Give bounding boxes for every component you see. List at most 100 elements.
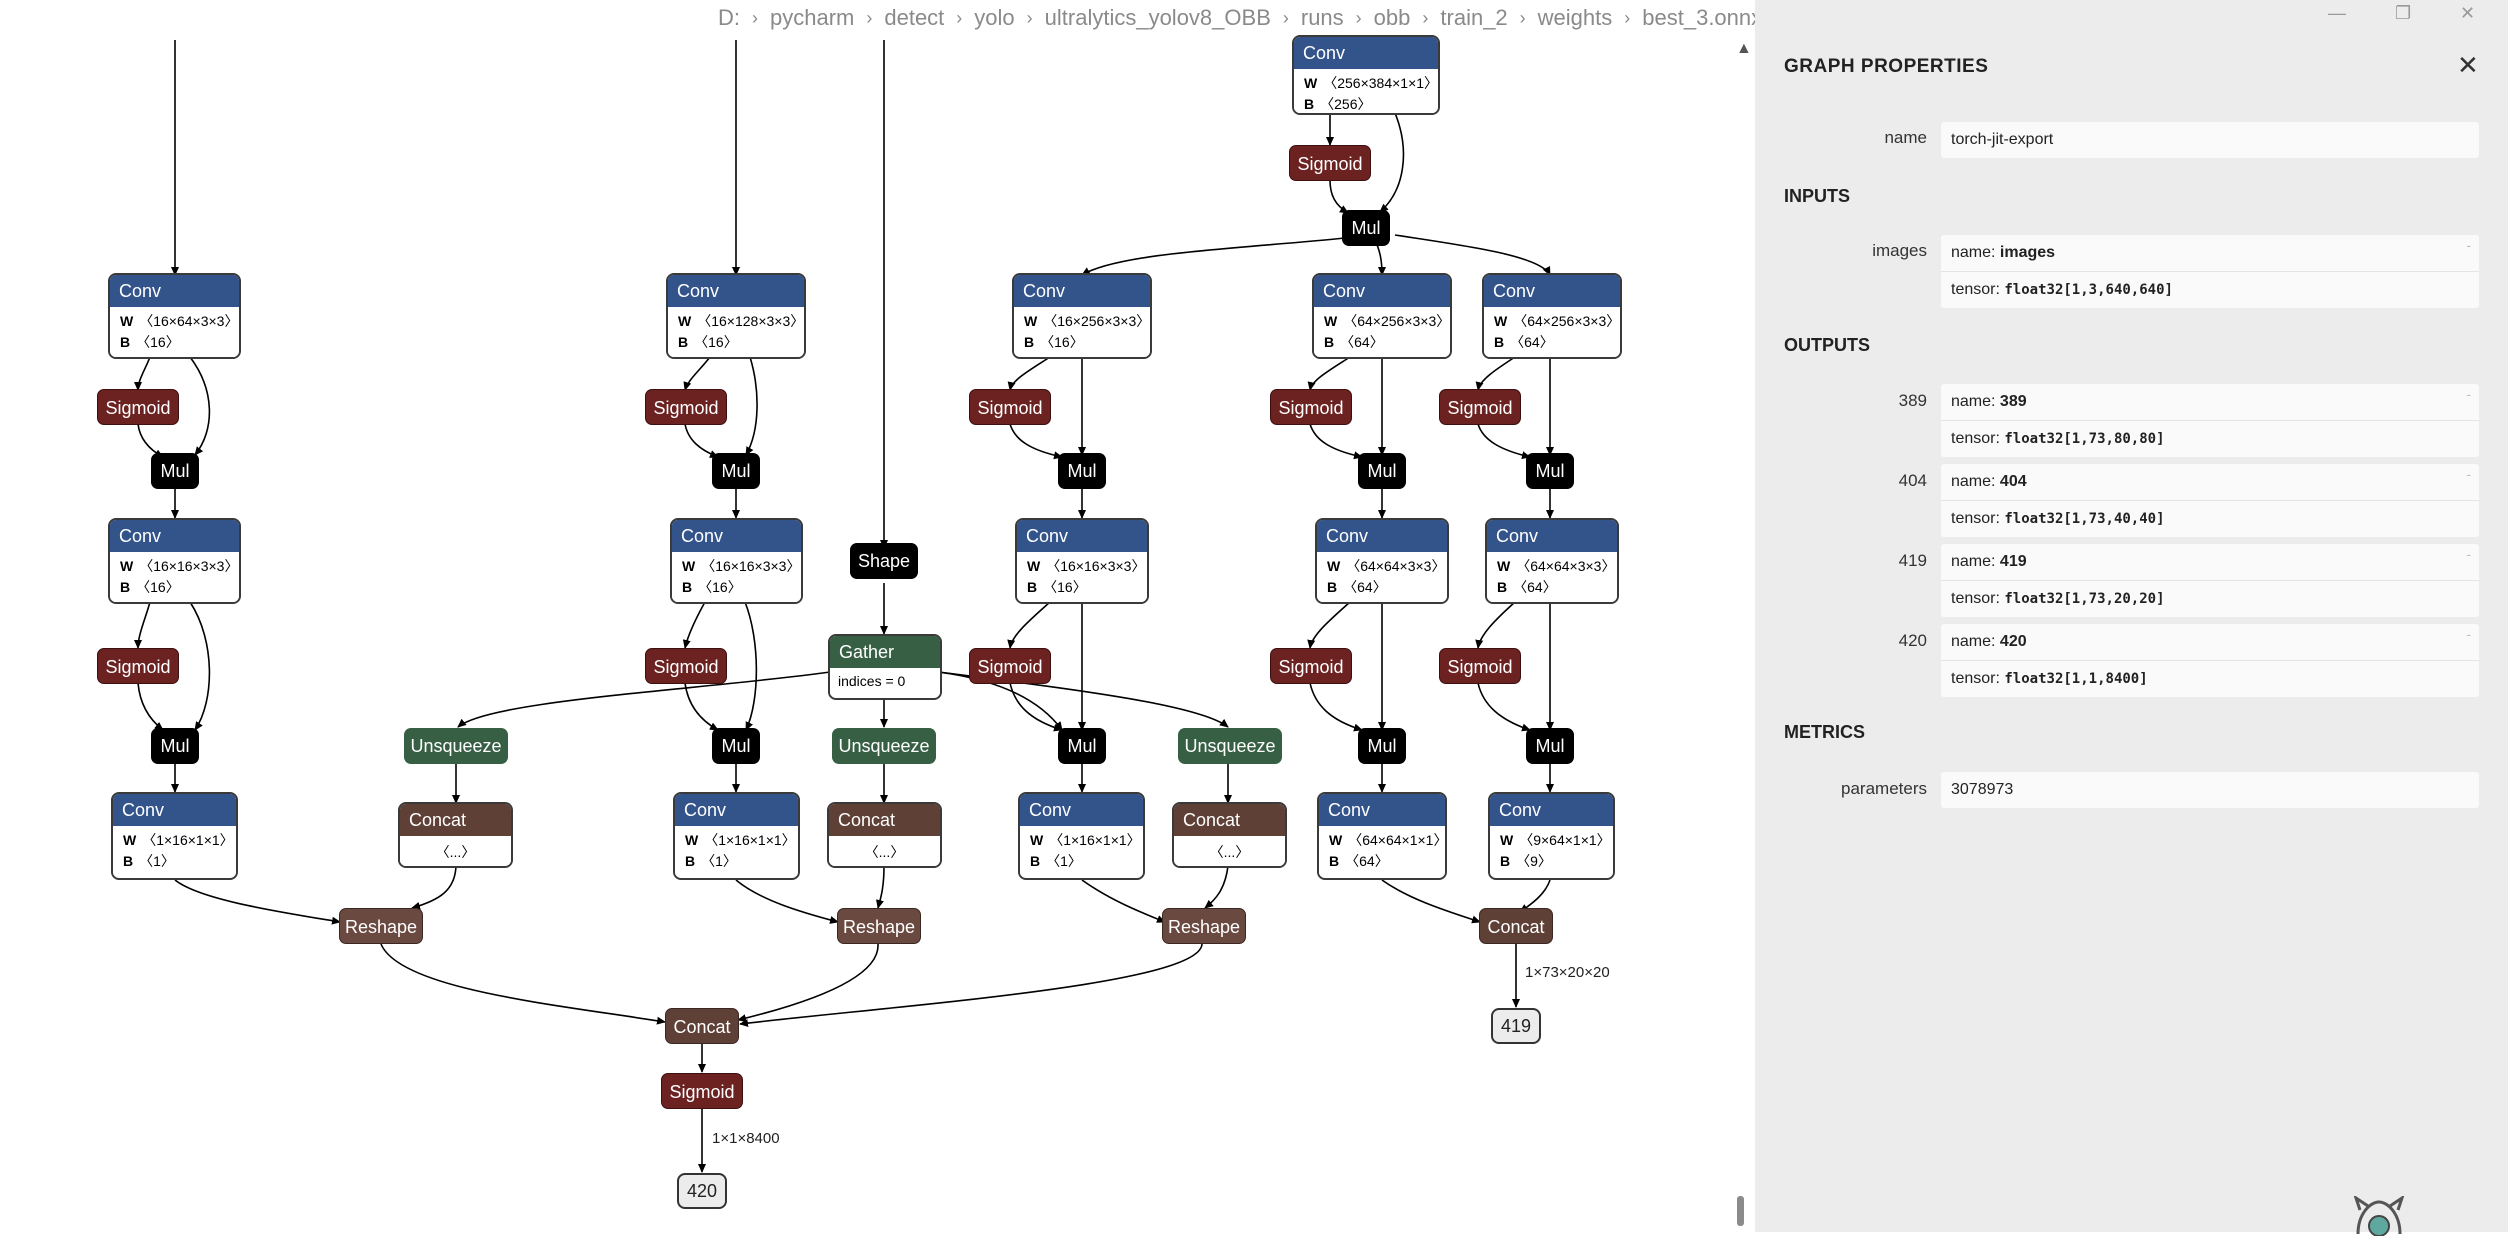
expand-icon[interactable]: - [2466, 386, 2471, 402]
sigmoid-node[interactable]: Sigmoid [1439, 389, 1521, 425]
breadcrumb-item[interactable]: detect [884, 5, 945, 30]
conv-node[interactable]: Conv W〈16×64×3×3〉B〈16〉 [108, 273, 241, 359]
conv-node[interactable]: Conv W〈9×64×1×1〉B〈9〉 [1488, 792, 1615, 880]
unsqueeze-node[interactable]: Unsqueeze [1178, 728, 1282, 764]
parameters-field[interactable]: 3078973 [1941, 772, 2479, 808]
sigmoid-node[interactable]: Sigmoid [1289, 145, 1371, 181]
breadcrumb-item[interactable]: D: [718, 5, 740, 30]
breadcrumb-item[interactable]: ultralytics_yolov8_OBB [1044, 5, 1271, 30]
conv-node[interactable]: Conv W〈16×128×3×3〉B〈16〉 [666, 273, 806, 359]
mul-node[interactable]: Mul [712, 453, 760, 489]
sigmoid-node[interactable]: Sigmoid [969, 648, 1051, 684]
mul-node[interactable]: Mul [1358, 728, 1406, 764]
input-name: images [1999, 244, 2056, 261]
inputs-section-title: INPUTS [1784, 186, 1851, 206]
conv-node[interactable]: Conv W〈16×16×3×3〉B〈16〉 [670, 518, 803, 604]
window-close-icon[interactable]: ✕ [2460, 3, 2476, 23]
concat-node[interactable]: Concat 〈...〉 [1172, 802, 1287, 868]
conv-node[interactable]: Conv W〈64×64×1×1〉B〈64〉 [1317, 792, 1447, 880]
shape-node[interactable]: Shape [850, 543, 918, 579]
input-tensor: float32[1,3,640,640] [2004, 282, 2173, 298]
restore-icon[interactable]: ❐ [2395, 3, 2412, 23]
sigmoid-node[interactable]: Sigmoid [1270, 389, 1352, 425]
conv-node[interactable]: Conv W〈1×16×1×1〉B〈1〉 [673, 792, 800, 880]
name-label: name [1884, 128, 1927, 147]
conv-node[interactable]: Conv W〈256×384×1×1〉B〈256〉 [1292, 35, 1440, 115]
close-icon[interactable]: ✕ [2457, 50, 2479, 80]
minimize-icon[interactable]: — [2328, 3, 2346, 23]
breadcrumb-item[interactable]: pycharm [770, 5, 855, 30]
sigmoid-node[interactable]: Sigmoid [661, 1073, 743, 1109]
unsqueeze-node[interactable]: Unsqueeze [404, 728, 508, 764]
output-box[interactable]: - name: 419 tensor: float32[1,73,20,20] [1941, 544, 2479, 617]
breadcrumb-item[interactable]: weights [1537, 5, 1613, 30]
output-box[interactable]: - name: 389 tensor: float32[1,73,80,80] [1941, 384, 2479, 457]
graph-canvas[interactable]: Conv W〈256×384×1×1〉B〈256〉 Sigmoid Mul Co… [0, 0, 1755, 1232]
expand-icon[interactable]: - [2466, 626, 2471, 642]
sigmoid-node[interactable]: Sigmoid [969, 389, 1051, 425]
mul-node[interactable]: Mul [151, 728, 199, 764]
breadcrumb-item[interactable]: train_2 [1440, 5, 1508, 30]
scroll-up-arrow-icon[interactable]: ▲ [1736, 40, 1752, 57]
gather-node[interactable]: Gather indices = 0 [828, 634, 942, 700]
breadcrumb-item[interactable]: obb [1373, 5, 1411, 30]
sigmoid-node[interactable]: Sigmoid [1270, 648, 1352, 684]
scrollbar-thumb[interactable] [1737, 1196, 1744, 1226]
concat-node[interactable]: Concat [665, 1008, 739, 1044]
output-node-419[interactable]: 419 [1491, 1008, 1541, 1044]
reshape-node[interactable]: Reshape [339, 908, 423, 944]
conv-node[interactable]: Conv W〈64×256×3×3〉B〈64〉 [1312, 273, 1452, 359]
sigmoid-node[interactable]: Sigmoid [97, 648, 179, 684]
conv-node[interactable]: Conv W〈64×256×3×3〉B〈64〉 [1482, 273, 1622, 359]
output-box[interactable]: - name: 404 tensor: float32[1,73,40,40] [1941, 464, 2479, 537]
input-label: images [1872, 241, 1927, 260]
conv-bias: 〈256〉 [1320, 96, 1372, 112]
parameters-label: parameters [1841, 779, 1927, 798]
breadcrumb: D:›pycharm›detect›yolo›ultralytics_yolov… [718, 2, 1755, 34]
mul-node[interactable]: Mul [151, 453, 199, 489]
chevron-right-icon: › [1422, 8, 1429, 28]
output-label: 404 [1898, 471, 1927, 490]
sigmoid-node[interactable]: Sigmoid [1439, 648, 1521, 684]
sigmoid-node[interactable]: Sigmoid [645, 648, 727, 684]
concat-node[interactable]: Concat 〈...〉 [398, 802, 513, 868]
mul-node[interactable]: Mul [1526, 453, 1574, 489]
mul-node[interactable]: Mul [1058, 453, 1106, 489]
conv-node[interactable]: Conv W〈16×16×3×3〉B〈16〉 [108, 518, 241, 604]
mul-node[interactable]: Mul [1342, 210, 1390, 246]
chevron-right-icon: › [1026, 8, 1033, 28]
mul-node[interactable]: Mul [1358, 453, 1406, 489]
breadcrumb-item[interactable]: yolo [974, 5, 1015, 30]
breadcrumb-item[interactable]: best_3.onnx [1642, 5, 1755, 30]
name-field[interactable]: torch-jit-export [1941, 122, 2479, 158]
conv-weight: 〈256×384×1×1〉 [1323, 75, 1439, 91]
expand-icon[interactable]: - [2466, 546, 2471, 562]
concat-node[interactable]: Concat [1479, 908, 1553, 944]
conv-node[interactable]: Conv W〈1×16×1×1〉B〈1〉 [1018, 792, 1145, 880]
conv-node[interactable]: Conv W〈64×64×3×3〉B〈64〉 [1485, 518, 1619, 604]
expand-icon[interactable]: - [2466, 466, 2471, 482]
breadcrumb-item[interactable]: runs [1300, 5, 1344, 30]
output-node-420[interactable]: 420 [677, 1173, 727, 1209]
conv-node[interactable]: Conv W〈16×256×3×3〉B〈16〉 [1012, 273, 1152, 359]
metrics-section-title: METRICS [1784, 722, 1865, 742]
sigmoid-node[interactable]: Sigmoid [645, 389, 727, 425]
reshape-node[interactable]: Reshape [837, 908, 921, 944]
mul-node[interactable]: Mul [1526, 728, 1574, 764]
output-label: 420 [1898, 631, 1927, 650]
outputs-section-title: OUTPUTS [1784, 335, 1871, 355]
mul-node[interactable]: Mul [712, 728, 760, 764]
vertical-scrollbar[interactable]: ▲ [1734, 40, 1752, 1232]
conv-node[interactable]: Conv W〈1×16×1×1〉B〈1〉 [111, 792, 238, 880]
input-images-box[interactable]: - name: images tensor: float32[1,3,640,6… [1941, 235, 2479, 308]
unsqueeze-node[interactable]: Unsqueeze [832, 728, 936, 764]
concat-node[interactable]: Concat 〈...〉 [827, 802, 942, 868]
sigmoid-node[interactable]: Sigmoid [97, 389, 179, 425]
output-box[interactable]: - name: 420 tensor: float32[1,1,8400] [1941, 624, 2479, 697]
conv-node[interactable]: Conv W〈64×64×3×3〉B〈64〉 [1315, 518, 1449, 604]
netron-logo-icon [2354, 1196, 2404, 1236]
conv-node[interactable]: Conv W〈16×16×3×3〉B〈16〉 [1015, 518, 1149, 604]
mul-node[interactable]: Mul [1058, 728, 1106, 764]
reshape-node[interactable]: Reshape [1162, 908, 1246, 944]
expand-icon[interactable]: - [2466, 237, 2471, 253]
